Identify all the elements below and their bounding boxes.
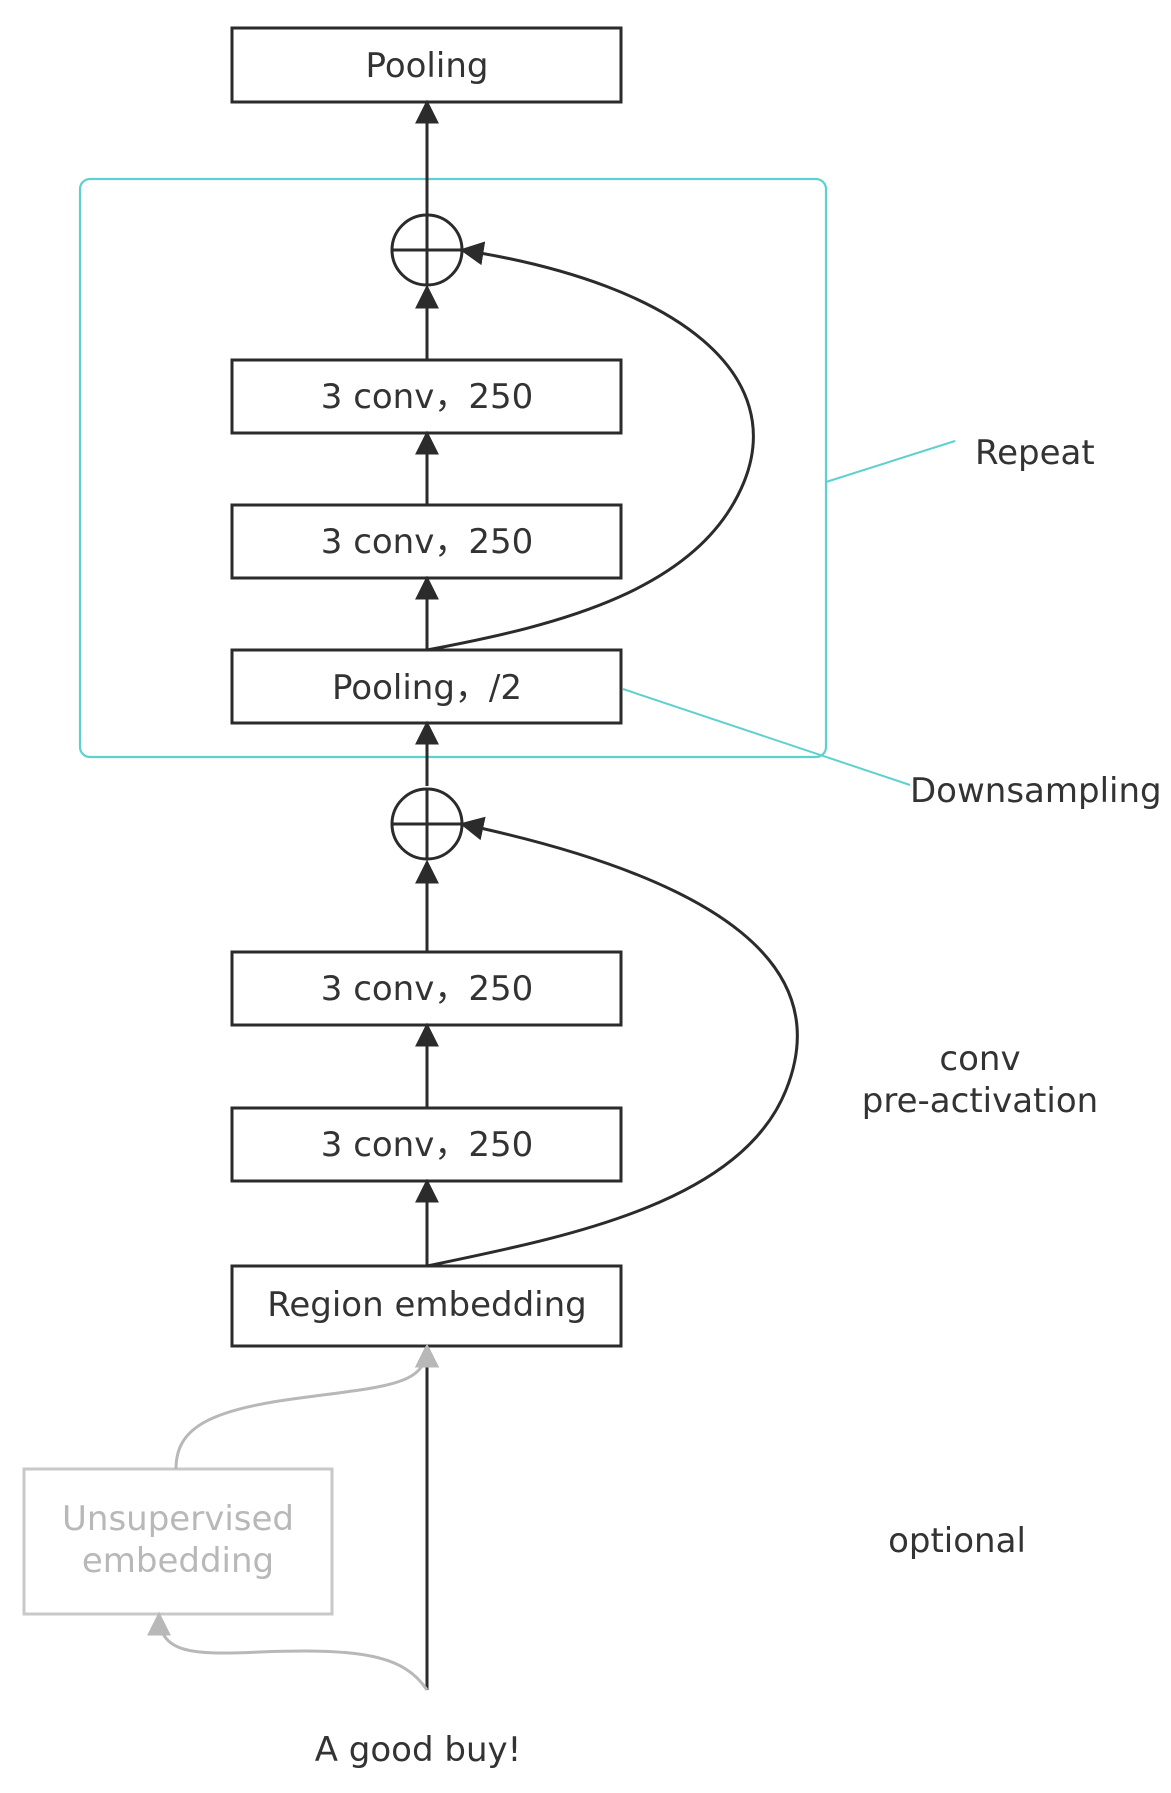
downsampling-connector-line	[622, 688, 911, 786]
conv-repeat-2-label: 3 conv，250	[321, 377, 534, 417]
region-embedding-box	[230, 1264, 623, 1348]
downsampling-annotation: Downsampling	[910, 771, 1162, 811]
add-node-upper	[390, 213, 464, 287]
repeat-frame	[78, 177, 828, 759]
unsupervised-label-line1: Unsupervised	[62, 1499, 294, 1539]
region-embedding-label: Region embedding	[267, 1285, 586, 1325]
pooling-top-label: Pooling	[366, 46, 489, 86]
repeat-connector-line	[825, 440, 956, 483]
conv-annotation-line1: conv	[939, 1039, 1020, 1079]
optional-path-from-input	[147, 1611, 429, 1691]
repeat-annotation: Repeat	[975, 433, 1095, 473]
conv-repeat-1-label: 3 conv，250	[321, 522, 534, 562]
optional-annotation: optional	[888, 1521, 1026, 1561]
skip-connection-pre-activation	[426, 816, 799, 1268]
conv-pre-1-box	[230, 1106, 623, 1183]
pooling-half-label: Pooling，/2	[332, 668, 522, 708]
conv-pre-2-label: 3 conv，250	[321, 969, 534, 1009]
add-node-lower	[390, 787, 464, 861]
input-text: A good buy!	[315, 1730, 522, 1770]
unsupervised-embedding-box	[22, 1467, 334, 1616]
skip-connection-repeat	[426, 241, 755, 652]
optional-path-to-region	[174, 1343, 439, 1470]
unsupervised-label-line2: embedding	[82, 1541, 274, 1581]
conv-annotation-line2: pre-activation	[862, 1081, 1098, 1121]
conv-pre-1-label: 3 conv，250	[321, 1125, 534, 1165]
